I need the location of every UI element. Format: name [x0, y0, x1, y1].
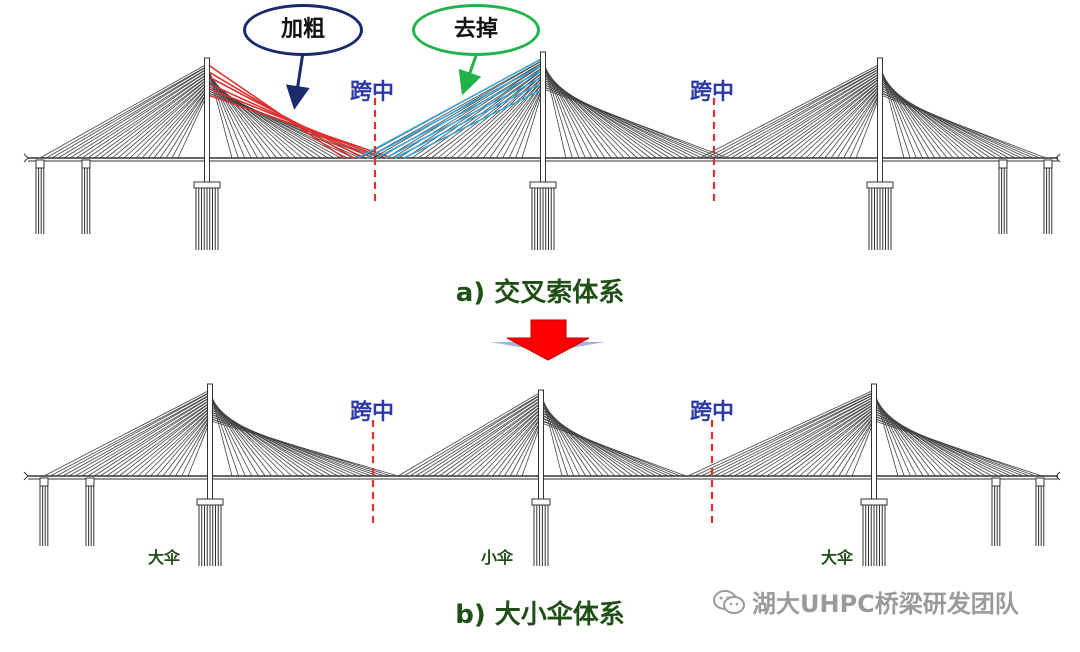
thicken-pointer-arrow: [285, 51, 310, 110]
tower-a-right: [866, 57, 894, 250]
watermark-text: 湖大UHPC桥梁研发团队: [752, 590, 1019, 618]
pier-b-1: [39, 477, 49, 546]
removed-cables: [357, 57, 544, 159]
pier-a-3: [998, 159, 1008, 234]
cable-fan-b-mid-right: [540, 391, 687, 477]
watermark: 湖大UHPC桥梁研发团队: [712, 584, 1019, 619]
cable-fan-a-right-main: [699, 63, 881, 159]
tower-a-mid: [529, 51, 557, 250]
midspan-label-b-left: 跨中: [350, 400, 395, 425]
cable-fan-b-mid-left: [397, 391, 542, 477]
cable-fan-b-right-main: [687, 389, 875, 477]
big-umbrella-label-right: 大伞: [821, 548, 854, 567]
bridge-umbrella-system: [23, 383, 1061, 566]
midspan-label-a-left: 跨中: [350, 80, 395, 105]
pier-a-1: [35, 159, 45, 234]
remove-callout: 去掉: [412, 4, 540, 56]
bridge-cross-cable-system: [23, 51, 1061, 250]
cable-fan-a-mid-right: [542, 57, 729, 159]
cable-fan-a-left-back: [39, 63, 208, 159]
cable-fan-a-right-back: [879, 63, 1047, 159]
cable-fan-b-right-back: [873, 389, 1043, 477]
cable-fan-b-left-back: [43, 389, 211, 477]
thickened-cables: [206, 63, 393, 159]
pier-b-2: [85, 477, 95, 546]
down-arrow-icon: [490, 319, 605, 361]
pier-b-4: [1035, 477, 1045, 546]
small-umbrella-label: 小伞: [481, 548, 514, 567]
pier-b-3: [991, 477, 1001, 546]
tower-a-left: [193, 57, 221, 250]
caption-cross-cable-system: a) 交叉索体系: [455, 278, 625, 308]
pier-a-4: [1043, 159, 1053, 234]
tower-b-mid: [531, 389, 551, 566]
remove-callout-text: 去掉: [453, 17, 498, 42]
tower-b-left: [196, 383, 224, 566]
thicken-callout-text: 加粗: [280, 17, 325, 42]
midspan-label-b-right: 跨中: [690, 400, 735, 425]
thicken-callout: 加粗: [243, 4, 363, 56]
cable-fan-a-left-main: [206, 63, 393, 159]
big-umbrella-label-left: 大伞: [148, 548, 181, 567]
cable-fan-b-left-main: [209, 389, 399, 477]
midspan-label-a-right: 跨中: [690, 80, 735, 105]
pier-a-2: [81, 159, 91, 234]
tower-b-right: [860, 383, 888, 566]
wechat-icon: [713, 589, 745, 614]
caption-umbrella-system: b) 大小伞体系: [455, 600, 625, 630]
